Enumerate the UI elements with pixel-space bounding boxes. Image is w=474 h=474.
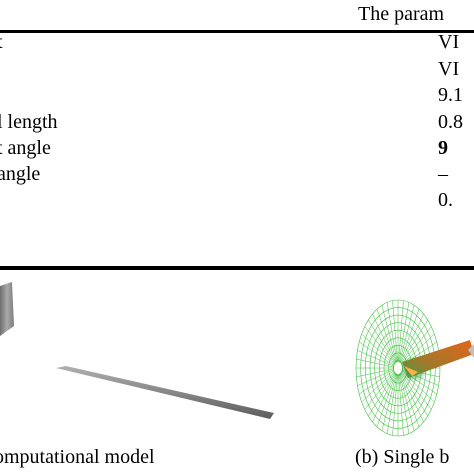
row-label-5: t angle <box>0 137 51 159</box>
mesh-spoke <box>392 300 398 363</box>
row-value-5: 9 <box>438 137 448 159</box>
row-value-2: VI <box>438 58 460 80</box>
row-value-6: – <box>438 163 448 185</box>
single-blade-figure <box>355 299 474 437</box>
mesh-spoke <box>357 350 395 367</box>
mesh-spoke <box>359 370 395 395</box>
row-label-6: angle <box>0 163 41 185</box>
mesh-spoke <box>376 373 397 427</box>
mesh-spoke <box>399 309 420 363</box>
mesh-spoke <box>364 326 396 365</box>
mesh-spoke <box>400 372 424 423</box>
figure-b-caption: (b) Single b <box>355 446 450 468</box>
mesh-spoke <box>398 373 410 434</box>
mesh-spoke <box>368 372 396 417</box>
vertical-panel <box>0 282 14 336</box>
mesh-spoke <box>372 372 396 423</box>
mesh-spoke <box>381 305 397 363</box>
mesh-spoke <box>392 373 398 436</box>
mesh-spoke <box>368 319 396 364</box>
mesh-spoke <box>399 305 415 363</box>
computational-model-figure <box>0 282 274 419</box>
mesh-spoke <box>376 309 397 363</box>
mesh-spoke <box>361 333 395 366</box>
blade-tip <box>468 344 474 358</box>
mesh-spoke <box>400 313 424 364</box>
blade-root <box>404 366 418 376</box>
mesh-spoke <box>399 373 415 431</box>
row-value-1: VI <box>438 31 460 53</box>
mesh-spoke <box>386 373 398 434</box>
mesh-spoke <box>398 373 404 436</box>
mesh-spoke <box>359 341 395 366</box>
mesh-spoke <box>398 302 410 363</box>
mesh-spoke <box>364 371 396 410</box>
horizontal-blade <box>56 366 274 419</box>
blade-body <box>402 340 474 378</box>
mesh-spoke <box>398 300 404 363</box>
row-label-4: l length <box>0 111 58 133</box>
table-bottom-rule <box>0 266 474 270</box>
mesh-spoke <box>361 370 395 403</box>
mesh-spoke <box>356 358 395 368</box>
row-label-1: t <box>0 31 3 54</box>
mesh-spoke <box>357 369 395 386</box>
mesh-spoke <box>386 302 398 363</box>
table-header: The param <box>358 3 445 25</box>
mesh-spoke <box>381 373 397 431</box>
mesh-spoke <box>399 373 420 427</box>
mesh-spoke <box>400 319 428 364</box>
mesh-spoke <box>356 368 395 378</box>
mesh-spoke <box>372 313 396 364</box>
row-value-3: 9.1 <box>438 84 463 106</box>
table-top-rule <box>0 30 474 33</box>
row-value-4: 0.8 <box>438 111 463 133</box>
figure-a-caption: omputational model <box>0 446 155 468</box>
row-value-7: 0. <box>438 189 453 211</box>
